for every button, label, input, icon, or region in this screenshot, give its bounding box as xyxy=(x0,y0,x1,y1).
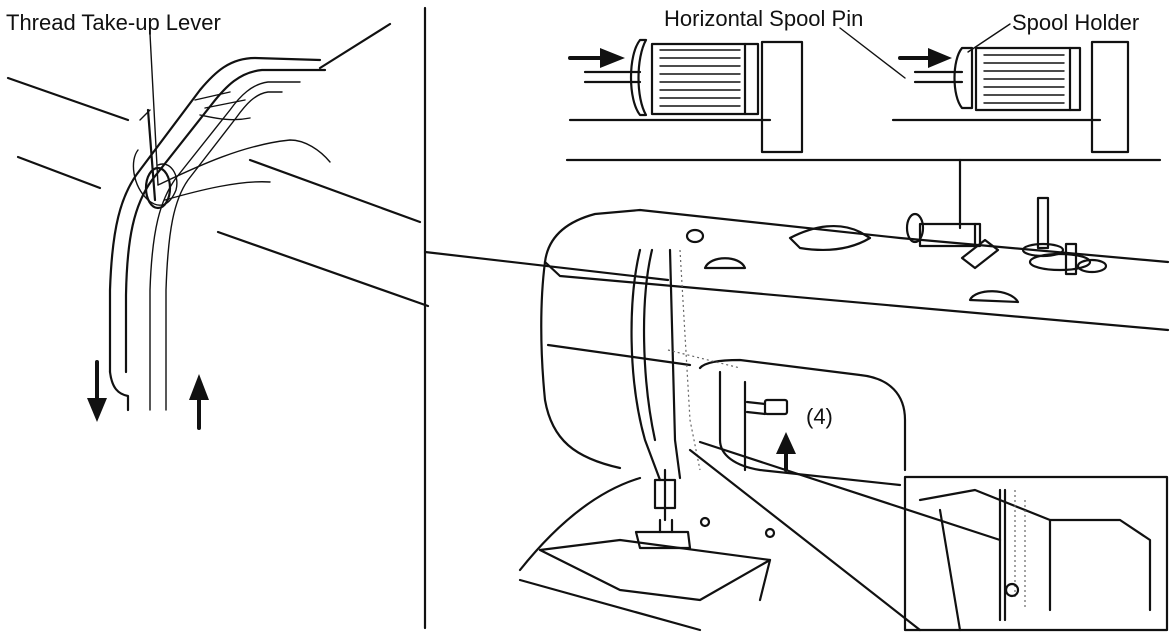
spool-inset-after xyxy=(891,40,1130,154)
take-up-lever-closeup xyxy=(6,22,430,430)
spool-holder-leader xyxy=(967,23,1011,53)
spool-inset-before xyxy=(568,38,804,154)
horizontal-spool-pin-label: Horizontal Spool Pin xyxy=(664,6,864,31)
sewing-machine-body xyxy=(518,196,1170,632)
spool-holder-label: Spool Holder xyxy=(1012,10,1140,35)
detail-inset-bottom-right xyxy=(903,475,1169,632)
thread-take-up-lever-label: Thread Take-up Lever xyxy=(6,10,221,35)
step-number-label: (4) xyxy=(806,404,833,429)
spool-pin-leader xyxy=(839,27,906,79)
